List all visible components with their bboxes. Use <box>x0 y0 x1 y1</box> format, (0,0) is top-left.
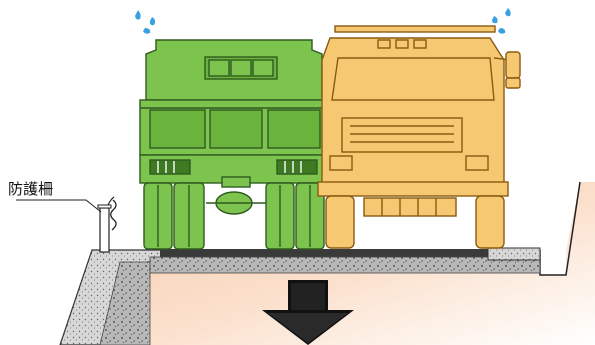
right-curb <box>488 248 540 260</box>
guardrail-leader <box>16 200 101 212</box>
sweat-drop-icon <box>135 10 155 34</box>
road-base <box>150 257 540 273</box>
road-surface <box>160 249 490 257</box>
guardrail-label: 防護柵 <box>8 178 53 199</box>
dump-truck <box>140 40 326 249</box>
guardrail <box>98 197 116 252</box>
tanker-truck <box>318 26 520 248</box>
